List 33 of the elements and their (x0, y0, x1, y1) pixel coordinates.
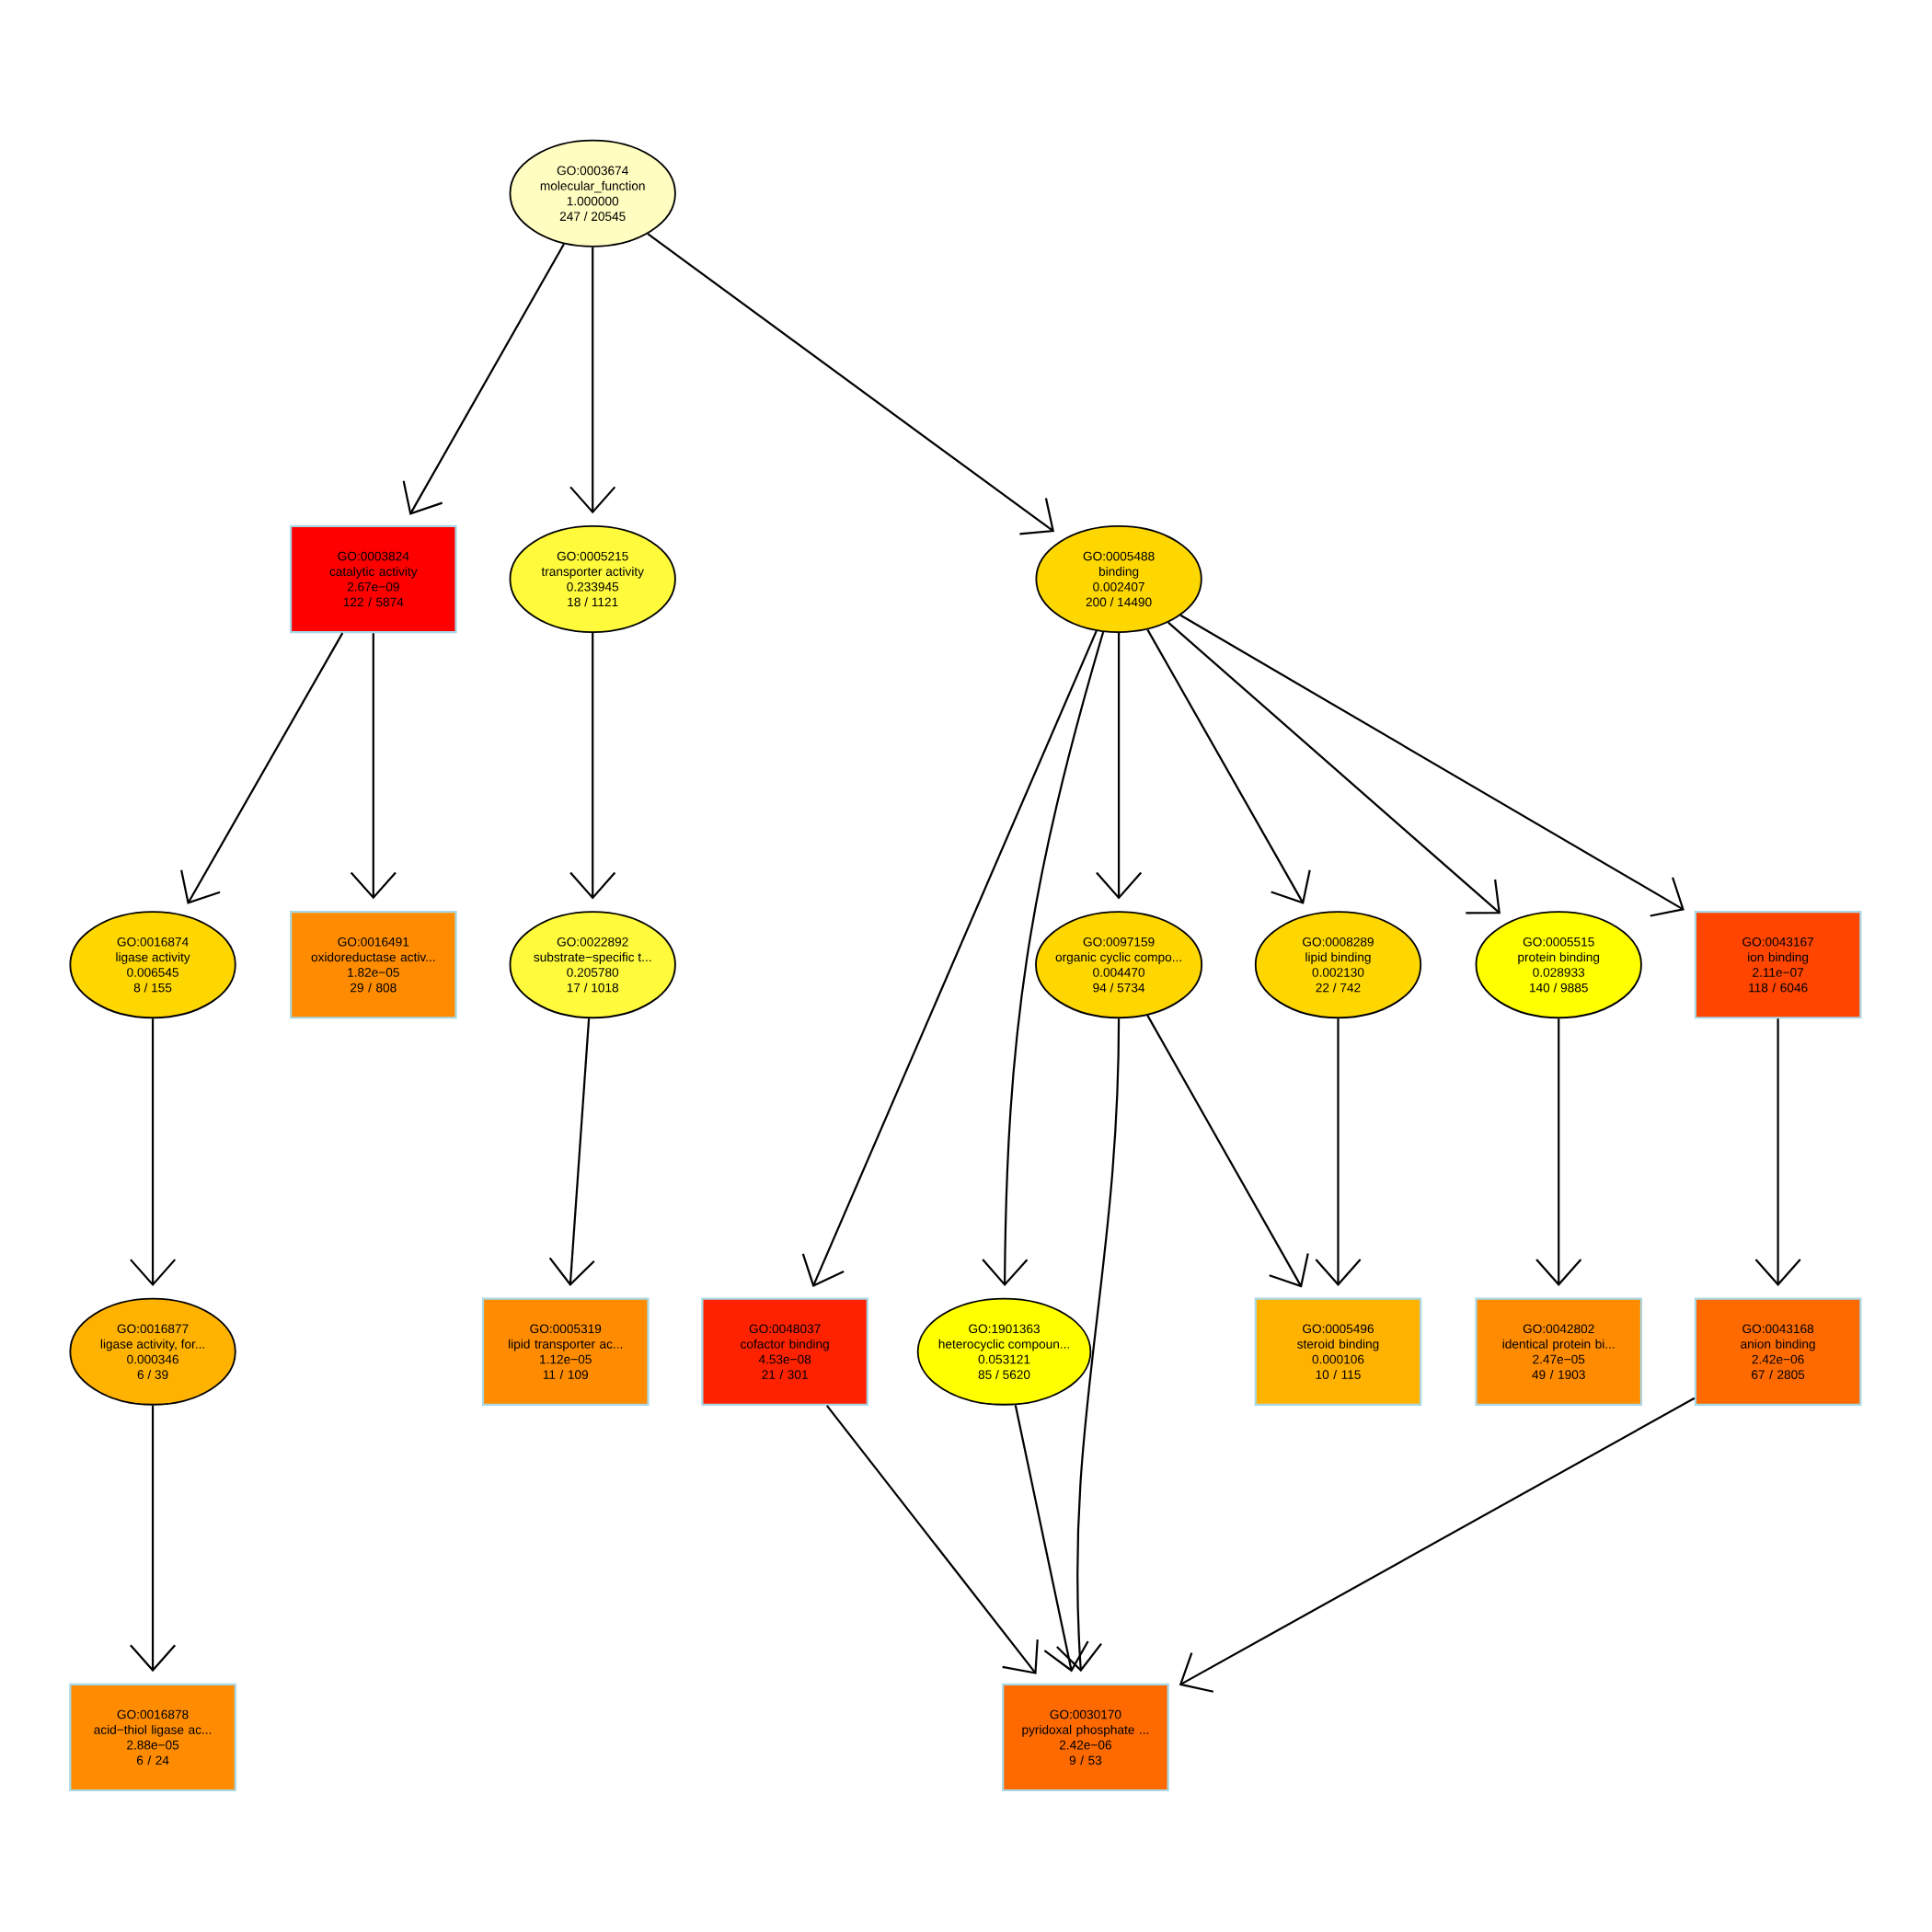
arrow (1179, 1397, 1696, 1693)
arrow (801, 630, 1098, 1287)
term-box: GO:0030170 pyridoxal phosphate ... 2.42e−06 9 / 53 (1002, 1683, 1169, 1792)
arrow (982, 631, 1105, 1287)
arrow (1014, 1405, 1089, 1673)
arrow (569, 247, 616, 514)
arrow (1167, 621, 1501, 914)
arrow (130, 1405, 177, 1673)
arrow (402, 243, 565, 515)
arrow (1535, 1018, 1582, 1286)
term-box: GO:0043168 anion binding 2.42e−06 67 / 2805 (1694, 1297, 1862, 1406)
term-box: GO:0003824 catalytic activity 2.67e−09 122 / 5874 (289, 524, 457, 634)
arrow (1096, 633, 1143, 900)
arrow (569, 633, 616, 900)
term-box: GO:0048037 cofactor binding 4.53e−08 21 / 301 (701, 1297, 868, 1406)
arrow (825, 1405, 1039, 1674)
arrow (1146, 1015, 1309, 1288)
arrow (548, 1018, 595, 1286)
arrow (1754, 1018, 1801, 1286)
arrow (647, 233, 1054, 535)
arrow (1056, 1018, 1121, 1673)
term-box: GO:0016878 acid−thiol ligase ac... 2.88e−05 6 / 24 (69, 1683, 236, 1792)
arrow (1315, 1018, 1362, 1286)
term-box: GO:0005319 lipid transporter ac... 1.12e−05 11 / 109 (481, 1297, 650, 1406)
term-box: GO:0042802 identical protein bi... 2.47e−05 49 / 1903 (1475, 1297, 1643, 1406)
arrow (1179, 614, 1685, 917)
arrow (180, 632, 344, 904)
arrow (350, 633, 397, 900)
term-box: GO:0043167 ion binding 2.11e−07 118 / 6046 (1694, 910, 1862, 1019)
term-box: GO:0005496 steroid binding 0.000106 10 / 115 (1254, 1297, 1422, 1406)
arrow (1146, 628, 1311, 904)
arrow (130, 1018, 177, 1287)
term-box: GO:0016491 oxidoreductase activ... 1.82e−05 29 / 808 (289, 910, 457, 1019)
